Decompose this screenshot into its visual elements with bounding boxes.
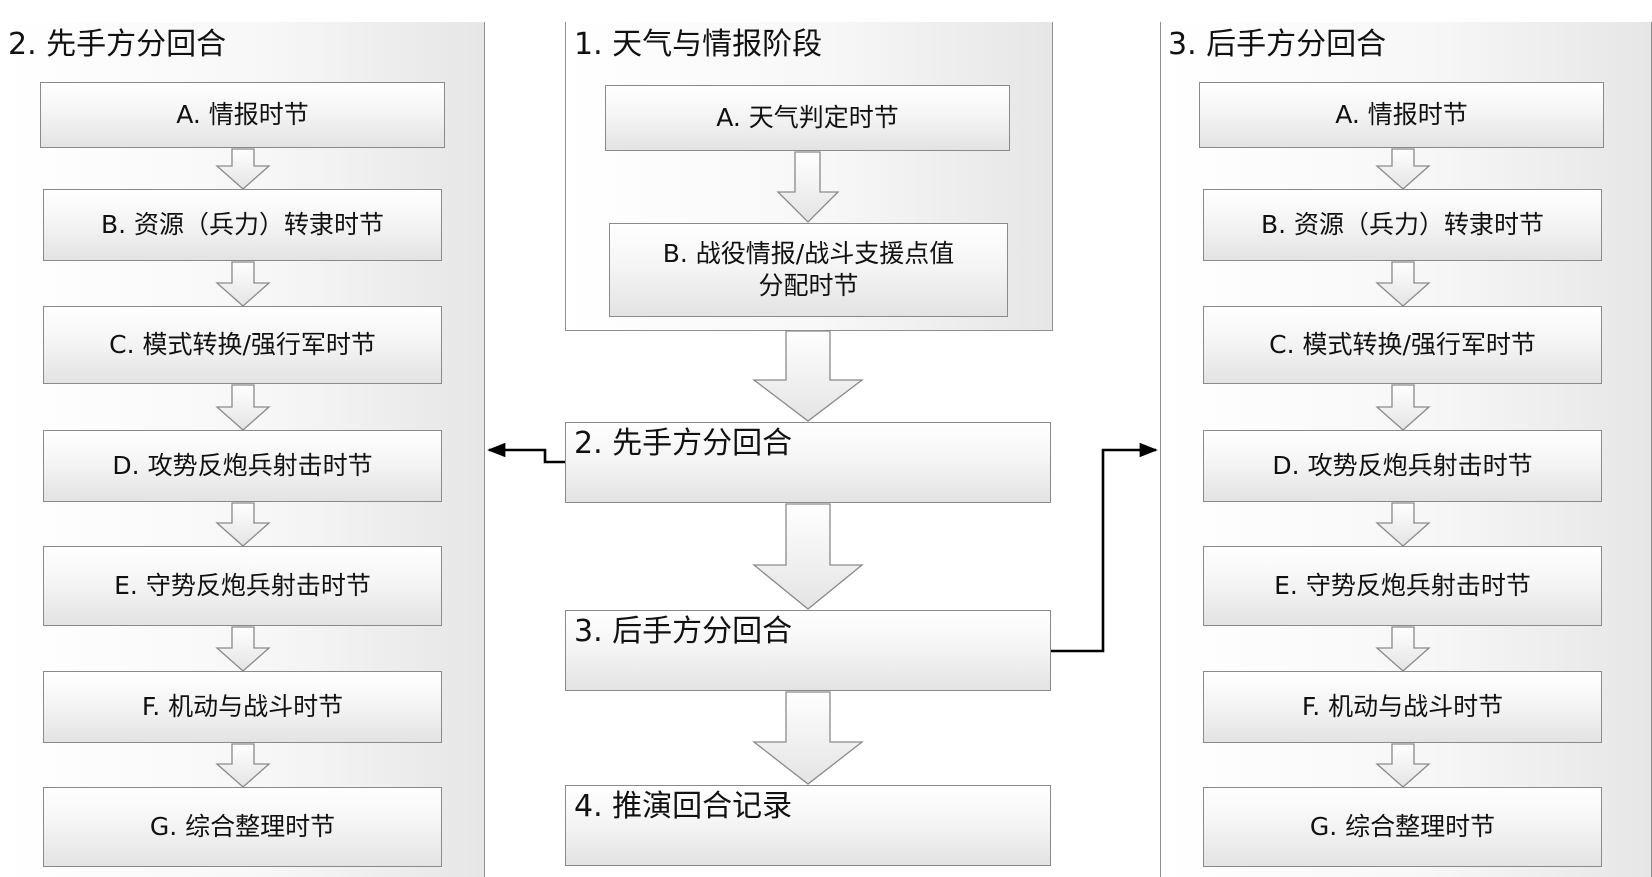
left-step-b: B. 资源（兵力）转隶时节 [43,189,442,261]
left-step-d: D. 攻势反炮兵射击时节 [43,430,442,502]
left-step-e: E. 守势反炮兵射击时节 [43,546,442,626]
big-down-arrow-icon [752,691,864,785]
connector-to-right-panel [1051,442,1158,653]
weather-panel-title: 1. 天气与情报阶段 [574,27,823,62]
weather-step-a: A. 天气判定时节 [605,85,1010,151]
left-step-c: C. 模式转换/强行军时节 [43,306,442,384]
first-round-box: 2. 先手方分回合 [565,422,1051,503]
right-step-c: C. 模式转换/强行军时节 [1203,306,1602,384]
record-box: 4. 推演回合记录 [565,785,1051,866]
right-step-g: G. 综合整理时节 [1203,787,1602,867]
right-step-d: D. 攻势反炮兵射击时节 [1203,430,1602,502]
left-step-f: F. 机动与战斗时节 [43,671,442,743]
big-down-arrow-icon [752,503,864,610]
right-step-f: F. 机动与战斗时节 [1203,671,1602,743]
left-step-a: A. 情报时节 [40,82,445,148]
right-panel-title: 3. 后手方分回合 [1168,27,1387,62]
left-step-g: G. 综合整理时节 [43,787,442,867]
connector-to-left-panel [487,442,565,464]
big-down-arrow-icon [752,330,864,422]
right-step-e: E. 守势反炮兵射击时节 [1203,546,1602,626]
second-round-box: 3. 后手方分回合 [565,610,1051,691]
right-step-a: A. 情报时节 [1199,82,1604,148]
left-panel-title: 2. 先手方分回合 [8,27,227,62]
right-step-b: B. 资源（兵力）转隶时节 [1203,189,1602,261]
weather-step-b: B. 战役情报/战斗支援点值 分配时节 [609,223,1008,317]
